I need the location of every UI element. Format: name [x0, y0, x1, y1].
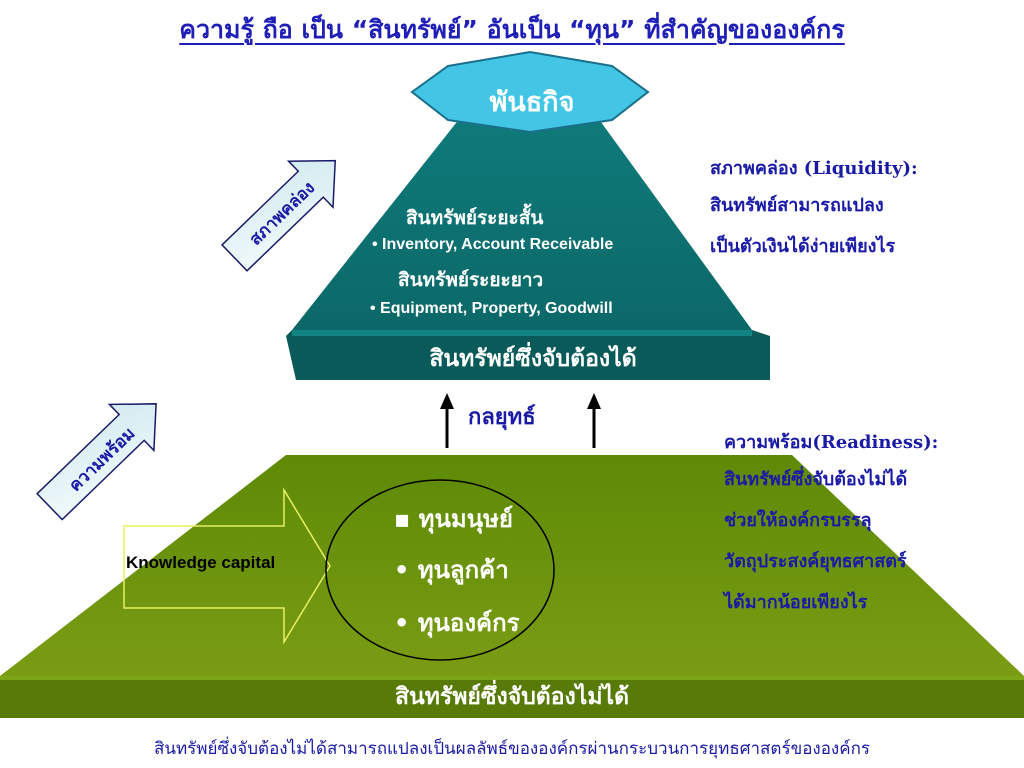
capital-item-customer: • ทุนลูกค้า — [394, 556, 509, 584]
tangible-band-top — [292, 330, 752, 336]
mission-label: พันธกิจ — [489, 87, 575, 118]
footer-caption: สินทรัพย์ซึ่งจับต้องไม่ได้สามารถแปลงเป็น… — [153, 739, 871, 759]
knowledge-capital-label: Knowledge capital — [126, 553, 276, 572]
capitals-ellipse — [325, 479, 555, 661]
readiness-line-2: สินทรัพย์ซึ่งจับต้องไม่ได้ — [724, 469, 908, 490]
intangible-band-top — [0, 676, 1024, 680]
liquidity-line-1: สภาพคล่อง (Liquidity): — [710, 158, 918, 179]
readiness-line-5: ได้มากน้อยเพียงไร — [724, 592, 868, 613]
intangible-band-label: สินทรัพย์ซึ่งจับต้องไม่ได้ — [394, 684, 630, 710]
capital-item-human: ▪ ทุนมนุษย์ — [394, 505, 513, 533]
liquidity-arrow — [220, 159, 337, 272]
long-term-bullet: • Equipment, Property, Goodwill — [370, 300, 613, 317]
readiness-line-1: ความพร้อม(Readiness): — [724, 432, 939, 453]
capital-item-organization: • ทุนองค์กร — [394, 609, 520, 637]
readiness-line-4: วัตถุประสงค์ยุทธศาสตร์ — [724, 551, 907, 572]
tangible-band — [286, 330, 770, 380]
intangible-trapezoid — [0, 455, 1024, 676]
strategy-label: กลยุทธ์ — [468, 405, 536, 430]
short-term-heading: สินทรัพย์ระยะสั้น — [406, 207, 544, 229]
page-title: ความรู้ ถือ เป็น “สินทรัพย์” อันเป็น “ทุ… — [179, 15, 845, 44]
long-term-heading: สินทรัพย์ระยะยาว — [398, 269, 544, 291]
readiness-line-3: ช่วยให้องค์กรบรรลุ — [724, 510, 872, 531]
tangible-band-label: สินทรัพย์ซึ่งจับต้องได้ — [429, 346, 637, 372]
liquidity-line-3: เป็นตัวเงินได้ง่ายเพียงไร — [710, 236, 896, 257]
mission-badge — [410, 50, 650, 134]
intangible-band — [0, 676, 1024, 718]
strategy-arrows — [440, 393, 601, 448]
short-term-bullet: • Inventory, Account Receivable — [372, 236, 614, 253]
liquidity-line-2: สินทรัพย์สามารถแปลง — [710, 195, 884, 216]
tangible-pyramid — [292, 118, 752, 330]
readiness-arrow — [36, 403, 157, 521]
knowledge-capital-arrow — [123, 487, 331, 645]
